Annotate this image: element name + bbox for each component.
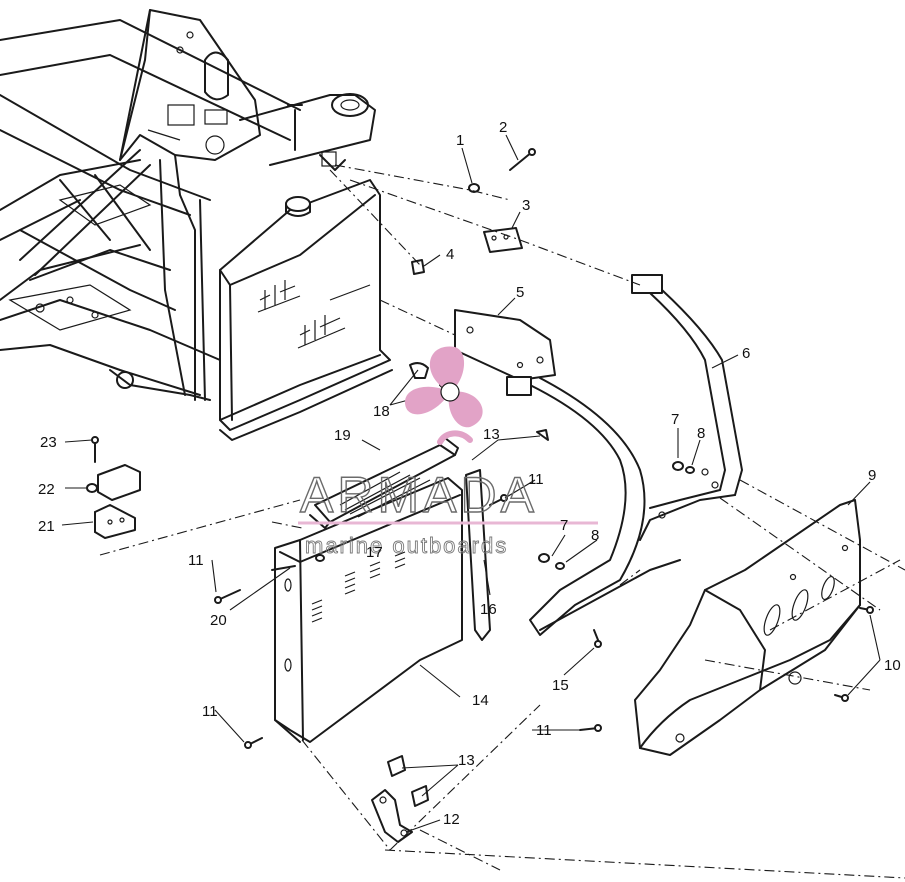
- callout-12: 12: [443, 811, 460, 828]
- mount-plate: [409, 309, 556, 398]
- callout-10: 10: [884, 657, 901, 674]
- fasteners: [214, 148, 874, 749]
- callout-11-lower-left: 11: [202, 703, 218, 720]
- callout-8-lower: 8: [591, 527, 599, 544]
- callout-23: 23: [40, 434, 57, 451]
- watermark-title: ARMADA: [300, 467, 538, 523]
- callout-11-center: 11: [528, 471, 544, 488]
- callout-7-lower: 7: [560, 517, 568, 534]
- propeller-logo-icon: [405, 346, 483, 445]
- callout-15: 15: [552, 677, 569, 694]
- side-bar: [465, 469, 491, 641]
- callout-labels: 1 2 3 4 5 6 7 8 9 10 11 11 11 11 12 13 1…: [38, 119, 901, 828]
- callout-2: 2: [499, 119, 507, 136]
- watermark-subtitle: marine outboards: [305, 533, 508, 558]
- leader-lines: [61, 134, 881, 833]
- callout-18: 18: [373, 403, 390, 420]
- callout-1: 1: [456, 132, 464, 149]
- callout-21: 21: [38, 518, 55, 535]
- callout-14: 14: [472, 692, 489, 709]
- callout-7-upper: 7: [671, 411, 679, 428]
- callout-13-lower: 13: [458, 752, 475, 769]
- callout-9: 9: [868, 467, 876, 484]
- bumper-tube: [506, 274, 743, 636]
- callout-4: 4: [446, 246, 454, 263]
- side-panel: [274, 477, 463, 743]
- radiator-tank: [219, 179, 393, 441]
- callout-3: 3: [522, 197, 530, 214]
- callout-16: 16: [480, 601, 497, 618]
- callout-8-upper: 8: [697, 425, 705, 442]
- callout-13-upper: 13: [483, 426, 500, 443]
- assembly-lines: [99, 164, 905, 879]
- callout-22: 22: [38, 481, 55, 498]
- callout-5: 5: [516, 284, 524, 301]
- lower-bracket: [371, 755, 429, 843]
- callout-19: 19: [334, 427, 351, 444]
- left-bracket-hardware: [86, 436, 141, 539]
- callout-11-lower-right: 11: [536, 722, 552, 739]
- callout-11-left: 11: [188, 552, 204, 569]
- callout-17: 17: [366, 544, 383, 561]
- watermark: ARMADA marine outboards: [298, 346, 598, 558]
- callout-20: 20: [210, 612, 227, 629]
- callout-6: 6: [742, 345, 750, 362]
- chassis-frame: [0, 9, 376, 401]
- skid-plate: [634, 499, 861, 756]
